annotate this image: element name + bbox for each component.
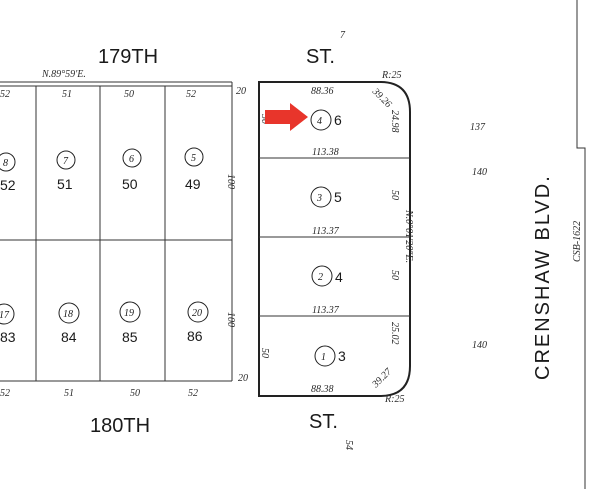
upper-lot-2: 7 51 [56, 150, 76, 192]
lot-circle-number: 7 [63, 156, 69, 167]
bottom-width-2: 51 [64, 388, 74, 399]
lot-circle-number: 4 [317, 116, 322, 127]
upper-lot-3: 6 50 [122, 148, 142, 192]
lot-number: 52 [0, 177, 16, 193]
lot-width: 113.37 [312, 305, 340, 316]
lower-lot-1: 17 83 [0, 303, 16, 345]
lot-side: 24.98 [389, 110, 400, 133]
lot-circle-number: 1 [321, 352, 326, 363]
lot-circle [311, 265, 333, 287]
lot-circle [310, 109, 332, 131]
right-block-outline [258, 81, 411, 397]
right-lot-4: 2 4 113.37 50 [311, 265, 400, 316]
right-lot-5: 3 5 113.37 50 [310, 186, 400, 237]
lower-lot-2: 18 84 [58, 302, 80, 345]
lot-number: 86 [187, 328, 203, 344]
page-edge [576, 0, 586, 489]
reference-code: CSB-1622 [572, 221, 583, 262]
street-179th-number: 179TH [98, 46, 158, 68]
lot-number: 4 [335, 269, 343, 285]
curve-top-length: 39.26 [369, 86, 393, 110]
lot-circle [0, 303, 15, 325]
lot-circle-number: 2 [318, 272, 323, 283]
depth-lower: 100 [225, 312, 236, 327]
lot-circle [314, 345, 336, 367]
upper-lot-4: 5 49 [184, 147, 204, 192]
street-180th-number: 180TH [90, 415, 150, 437]
lot-number: 5 [334, 189, 342, 205]
lot-number: 3 [338, 348, 346, 364]
lot-circle [0, 152, 16, 172]
lot-number: 85 [122, 329, 138, 345]
curve-top-radius: R:25 [381, 70, 401, 81]
top-width-2: 51 [62, 89, 72, 100]
lot-circle-number: 17 [0, 310, 10, 321]
right-block-left-depth-top: 50 [259, 114, 270, 124]
lot-number: 84 [61, 329, 77, 345]
lot-circle-number: 18 [63, 309, 73, 320]
strip-bottom-width: 20 [238, 373, 248, 384]
bearing-top: N.89°59'E. [41, 69, 86, 80]
curve-bottom-radius: R:25 [384, 394, 404, 405]
lower-lot-4: 20 86 [187, 301, 209, 344]
lot-side: 50 [389, 270, 400, 280]
upper-lot-1: 8 52 [0, 152, 16, 193]
street-180th-suffix: ST. [309, 411, 338, 433]
lot-circle-number: 8 [3, 158, 8, 169]
right-lot-3: 1 3 25.02 [314, 322, 400, 367]
top-width-1: 52 [0, 89, 10, 100]
depth-upper: 100 [225, 174, 236, 189]
lot-width: 113.38 [312, 147, 339, 158]
lot-side: 50 [389, 190, 400, 200]
right-block-bottom-width: 88.38 [311, 384, 334, 395]
lot-number: 83 [0, 329, 16, 345]
margin-value-2: 140 [472, 167, 487, 178]
lot-number: 6 [334, 112, 342, 128]
lot-circle [187, 301, 209, 323]
street-179th-suffix: ST. [306, 46, 335, 68]
margin-value-3: 140 [472, 340, 487, 351]
street-crenshaw: CRENSHAW BLVD. [532, 174, 554, 380]
red-arrow-pointer-icon [265, 103, 308, 131]
lower-lot-3: 19 85 [119, 301, 141, 345]
right-block-top-width: 88.36 [311, 86, 334, 97]
margin-value-1: 137 [470, 122, 486, 133]
bottom-mark: 54 [343, 440, 354, 450]
lot-circle [184, 147, 204, 167]
top-width-3: 50 [124, 89, 134, 100]
lot-circle-number: 20 [192, 308, 202, 319]
bottom-width-4: 52 [188, 388, 198, 399]
lot-width: 113.37 [312, 226, 340, 237]
bearing-right: N.0°01'20"E. [403, 209, 414, 263]
lot-circle [56, 150, 76, 170]
lot-number: 49 [185, 176, 201, 192]
bottom-width-3: 50 [130, 388, 140, 399]
lot-circle-number: 5 [191, 153, 196, 164]
right-block-left-depth-bottom: 50 [259, 348, 270, 358]
lot-circle-number: 6 [129, 154, 134, 165]
corner-mark: 7 [340, 30, 346, 41]
strip-top-width: 20 [236, 86, 246, 97]
lot-circle [122, 148, 142, 168]
lot-circle [58, 302, 80, 324]
bottom-width-1: 52 [0, 388, 10, 399]
curve-bottom-length: 39.27 [370, 366, 395, 391]
lot-number: 50 [122, 176, 138, 192]
lot-number: 51 [57, 176, 73, 192]
lot-side: 25.02 [389, 322, 400, 345]
top-width-4: 52 [186, 89, 196, 100]
lot-circle-number: 3 [316, 193, 322, 204]
right-lot-6: 4 6 113.38 24.98 [310, 109, 400, 158]
lot-circle [310, 186, 332, 208]
lot-circle [119, 301, 141, 323]
lot-circle-number: 19 [124, 308, 134, 319]
